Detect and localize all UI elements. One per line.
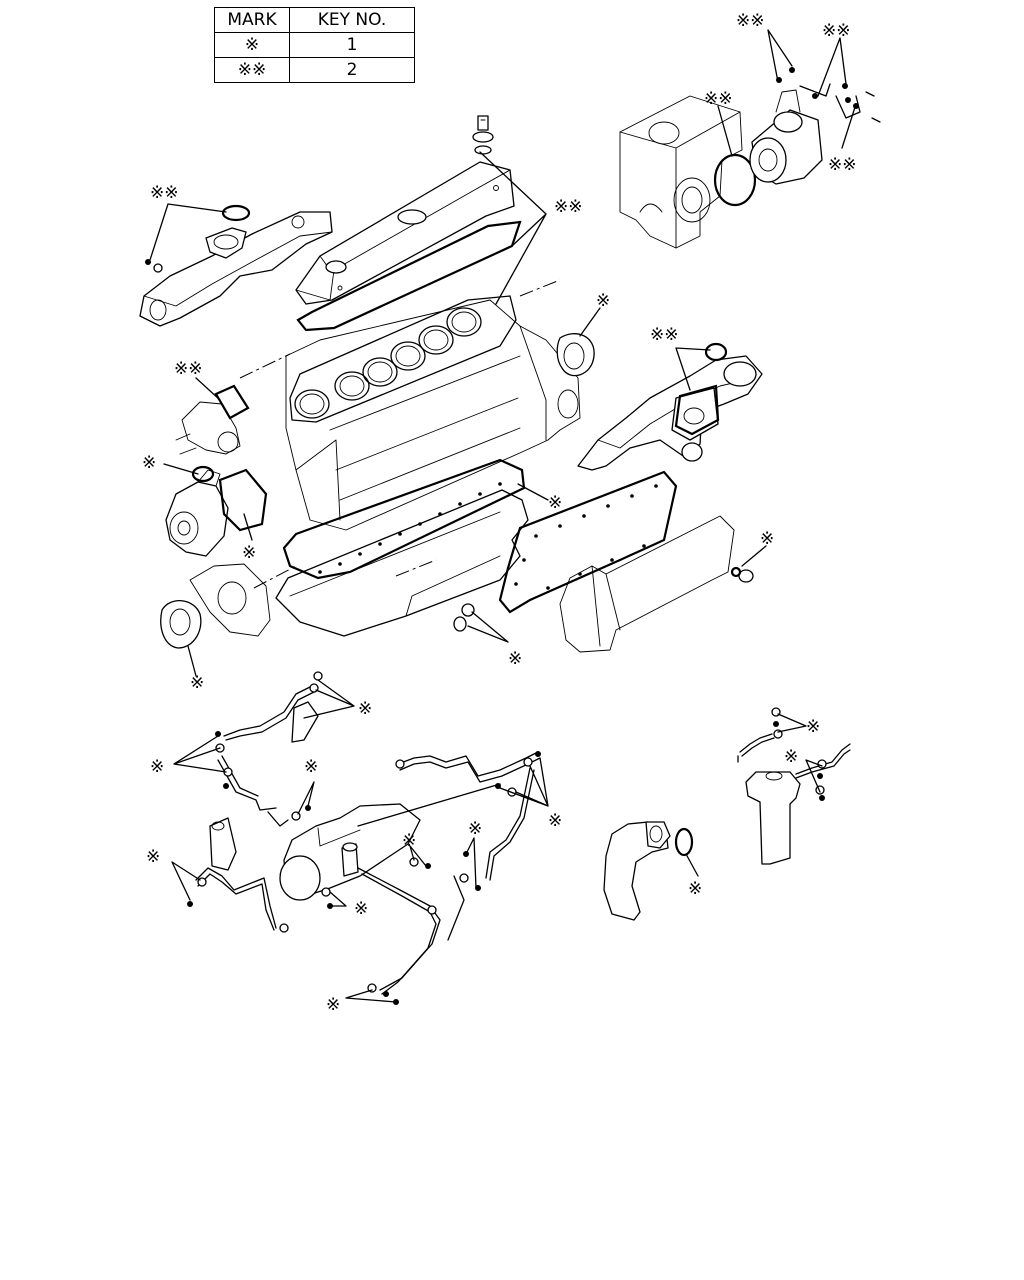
mark-key-legend-table: MARK KEY NO. ※ 1 ※※ 2 — [214, 7, 415, 83]
callout-mark: ※ — [142, 453, 156, 473]
leader-lines-bottom-center — [345, 757, 549, 1003]
front-oil-seal-inner — [169, 608, 191, 636]
side-cover-gasket — [498, 470, 678, 614]
legend-header-key: KEY NO. — [289, 7, 415, 33]
callout-mark: ※ — [242, 543, 256, 563]
front-cover-plate — [189, 563, 297, 637]
leader-line-thermostat — [195, 377, 221, 401]
leader-lines-exhaust — [675, 347, 711, 391]
callout-mark: ※※ — [828, 155, 857, 175]
leader-lines-head — [479, 151, 547, 305]
leader-line-inlet-ring — [163, 463, 199, 475]
cylinder-block — [239, 279, 581, 531]
rear-oil-seal-inner — [563, 342, 585, 370]
intake-manifold-bolt — [145, 259, 163, 273]
callout-mark: ※ — [806, 717, 820, 737]
callout-mark: ※※ — [150, 183, 179, 203]
front-oil-seal — [160, 600, 202, 649]
callout-mark: ※ — [784, 747, 798, 767]
callout-mark: ※ — [326, 995, 340, 1015]
callout-mark: ※※ — [736, 11, 765, 31]
small-fittings-right — [771, 707, 827, 801]
fuel-line-assembly-center — [357, 751, 541, 995]
legend-header-row: MARK KEY NO. — [214, 7, 415, 33]
oil-pan-drain-plug — [453, 603, 475, 632]
legend-key-1: 1 — [289, 32, 415, 58]
leader-line-front-seal — [187, 645, 197, 677]
rear-oil-seal — [556, 333, 595, 377]
callout-mark: ※※ — [704, 89, 733, 109]
leader-lines-bottom-left — [171, 679, 427, 907]
side-cover — [559, 515, 735, 653]
legend-mark-double: ※※ — [214, 57, 290, 83]
oil-line-assembly-left — [195, 685, 319, 933]
oil-pan-gasket-beads — [318, 482, 502, 574]
callout-mark: ※※ — [174, 359, 203, 379]
cylinder-head-gasket — [289, 295, 517, 423]
leader-lines-top-right — [717, 29, 857, 157]
thermostat-housing — [175, 401, 241, 455]
water-pump-gasket — [218, 468, 268, 532]
callout-mark: ※ — [190, 673, 204, 693]
leader-lines-intake — [149, 203, 227, 261]
coolant-elbow — [603, 821, 671, 921]
callout-mark: ※ — [146, 847, 160, 867]
callout-mark: ※ — [596, 291, 610, 311]
leader-lines-bottom-right — [777, 713, 823, 793]
leader-lines-drain — [467, 611, 509, 643]
side-cover-gasket-beads — [514, 484, 658, 590]
exhaust-outlet-gasket — [704, 342, 728, 362]
small-fittings-center — [367, 751, 541, 1005]
callout-mark: ※ — [548, 811, 562, 831]
legend-header-mark: MARK — [214, 7, 290, 33]
thermostat-gasket — [214, 384, 250, 420]
leader-line-pan-gasket — [517, 483, 549, 501]
head-cover-gasket — [296, 220, 522, 332]
callout-mark: ※※ — [554, 197, 583, 217]
legend-row-2: ※※ 2 — [214, 57, 415, 83]
water-pump-housing — [749, 89, 823, 185]
exhaust-manifold-gasket — [674, 384, 720, 436]
intake-manifold-o-ring — [221, 204, 251, 222]
callout-mark: ※ — [358, 699, 372, 719]
callout-mark: ※※ — [822, 21, 851, 41]
side-cover-plug — [730, 566, 754, 583]
callout-mark: ※ — [402, 831, 416, 851]
legend-key-2: 2 — [289, 57, 415, 83]
callout-mark: ※ — [150, 757, 164, 777]
callout-mark: ※ — [304, 757, 318, 777]
callout-mark: ※ — [548, 493, 562, 513]
callout-mark: ※※ — [650, 325, 679, 345]
oil-filter-assembly — [737, 733, 851, 865]
callout-mark: ※ — [354, 899, 368, 919]
water-pump-inlet-o-ring — [191, 465, 215, 483]
head-cover-bolt — [472, 115, 494, 155]
injection-pump — [279, 803, 421, 901]
intake-manifold — [139, 211, 333, 327]
water-pump-front — [165, 469, 229, 557]
exhaust-manifold — [577, 355, 763, 471]
leader-line-rear-seal — [579, 307, 601, 337]
oil-pan — [275, 489, 529, 637]
callout-mark: ※ — [508, 649, 522, 669]
cylinder-head-cover — [295, 161, 515, 305]
callout-mark: ※ — [468, 819, 482, 839]
elbow-o-ring — [674, 827, 694, 857]
callout-mark: ※ — [688, 879, 702, 899]
cylinder-block-front-section — [619, 95, 743, 249]
oil-pan-gasket — [282, 458, 526, 580]
leader-line-pump-gasket — [243, 513, 253, 541]
leader-line-elbow-ring — [685, 853, 699, 877]
water-pump-o-ring — [713, 153, 757, 207]
callout-mark: ※ — [760, 529, 774, 549]
legend-row-1: ※ 1 — [214, 32, 415, 58]
callout-marks: ※※ ※※ ※※ ※※ ※※ ※※ ※ ※※ ※※ ※ ※ ※ ※ ※ ※ ※ … — [142, 11, 857, 1015]
leader-line-side-plug — [741, 545, 767, 567]
